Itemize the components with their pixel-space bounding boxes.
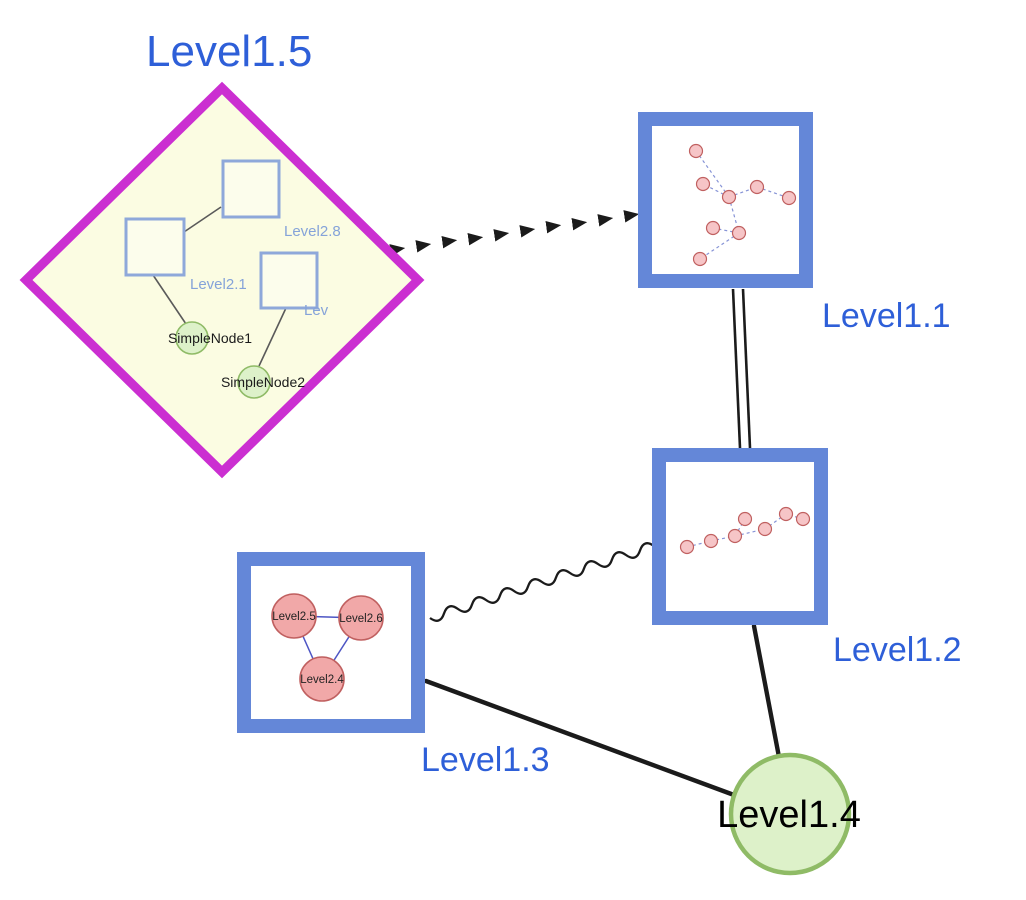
node-level14: [728, 752, 852, 876]
level21-square[interactable]: [124, 217, 186, 277]
level25-circle[interactable]: [271, 593, 317, 639]
node-labels: Level1.5 Level1.1 Level1.2 Level1.3 Leve…: [146, 27, 962, 836]
edge-level13-level12-wavy[interactable]: [429, 542, 655, 622]
level21-label: Level2.1: [190, 276, 247, 293]
level28-label: Level2.8: [284, 223, 341, 240]
edge-level13-level14[interactable]: [423, 678, 737, 798]
edge-level21-simplenode1[interactable]: [152, 274, 187, 325]
level14-label: Level1.4: [717, 794, 861, 836]
mini-node[interactable]: [695, 176, 711, 192]
simplenode1-label: SimpleNode1: [168, 330, 252, 346]
mini-node[interactable]: [727, 528, 743, 544]
level13-square-shape[interactable]: [237, 552, 425, 733]
node-level13: Level2.5 Level2.6 Level2.4: [237, 552, 425, 733]
mini-node[interactable]: [679, 539, 695, 555]
mini-node[interactable]: [737, 511, 753, 527]
simplenode2-label: SimpleNode2: [221, 374, 305, 390]
simplenode1-circle[interactable]: [175, 321, 209, 355]
double-line-b: [741, 288, 752, 449]
node-level15: Level2.8 Level2.1 Lev SimpleNode1 Simple…: [19, 81, 425, 479]
mini-node[interactable]: [705, 220, 721, 236]
level26-label: Level2.6: [339, 613, 382, 625]
mini-node[interactable]: [692, 251, 708, 267]
mini-node[interactable]: [749, 179, 765, 195]
level26-circle[interactable]: [338, 595, 384, 641]
edge-level28-level21[interactable]: [183, 206, 222, 233]
level11-label: Level1.1: [822, 297, 951, 335]
node-level11: [638, 112, 813, 288]
level13-label: Level1.3: [421, 741, 550, 779]
level25-label: Level2.5: [272, 611, 315, 623]
level2x-label: Lev: [304, 302, 329, 319]
level15-label: Level1.5: [146, 27, 312, 76]
level12-mini-graph: [679, 506, 811, 555]
level15-diamond-shape[interactable]: [19, 81, 425, 479]
mini-node[interactable]: [778, 506, 794, 522]
top-level-edges: [389, 210, 782, 798]
edge-level2x-simplenode2[interactable]: [258, 307, 287, 367]
mini-node[interactable]: [703, 533, 719, 549]
level14-circle-shape[interactable]: [728, 752, 852, 876]
level11-mini-edges: [695, 150, 790, 260]
edge-level11-level12-double[interactable]: [731, 288, 752, 449]
mini-node[interactable]: [688, 143, 704, 159]
mini-node[interactable]: [721, 189, 737, 205]
mini-node[interactable]: [781, 190, 797, 206]
level24-label: Level2.4: [300, 674, 344, 686]
level2x-square[interactable]: [259, 251, 319, 310]
mini-node[interactable]: [795, 511, 811, 527]
level24-circle[interactable]: [299, 656, 345, 702]
level15-inner-edges: [152, 206, 287, 367]
double-line-a: [731, 288, 742, 449]
edge-level12-level14[interactable]: [751, 623, 782, 760]
mini-node[interactable]: [731, 225, 747, 241]
simplenode2-circle[interactable]: [237, 365, 271, 399]
edge-level15-level11-dashed-arrow[interactable]: [389, 210, 640, 257]
node-level12: [652, 448, 828, 625]
level11-mini-graph: [688, 143, 797, 267]
mini-node[interactable]: [757, 521, 773, 537]
level13-inner-graph: Level2.5 Level2.6 Level2.4: [271, 593, 384, 702]
level12-label: Level1.2: [833, 631, 962, 669]
level28-square[interactable]: [221, 159, 281, 219]
